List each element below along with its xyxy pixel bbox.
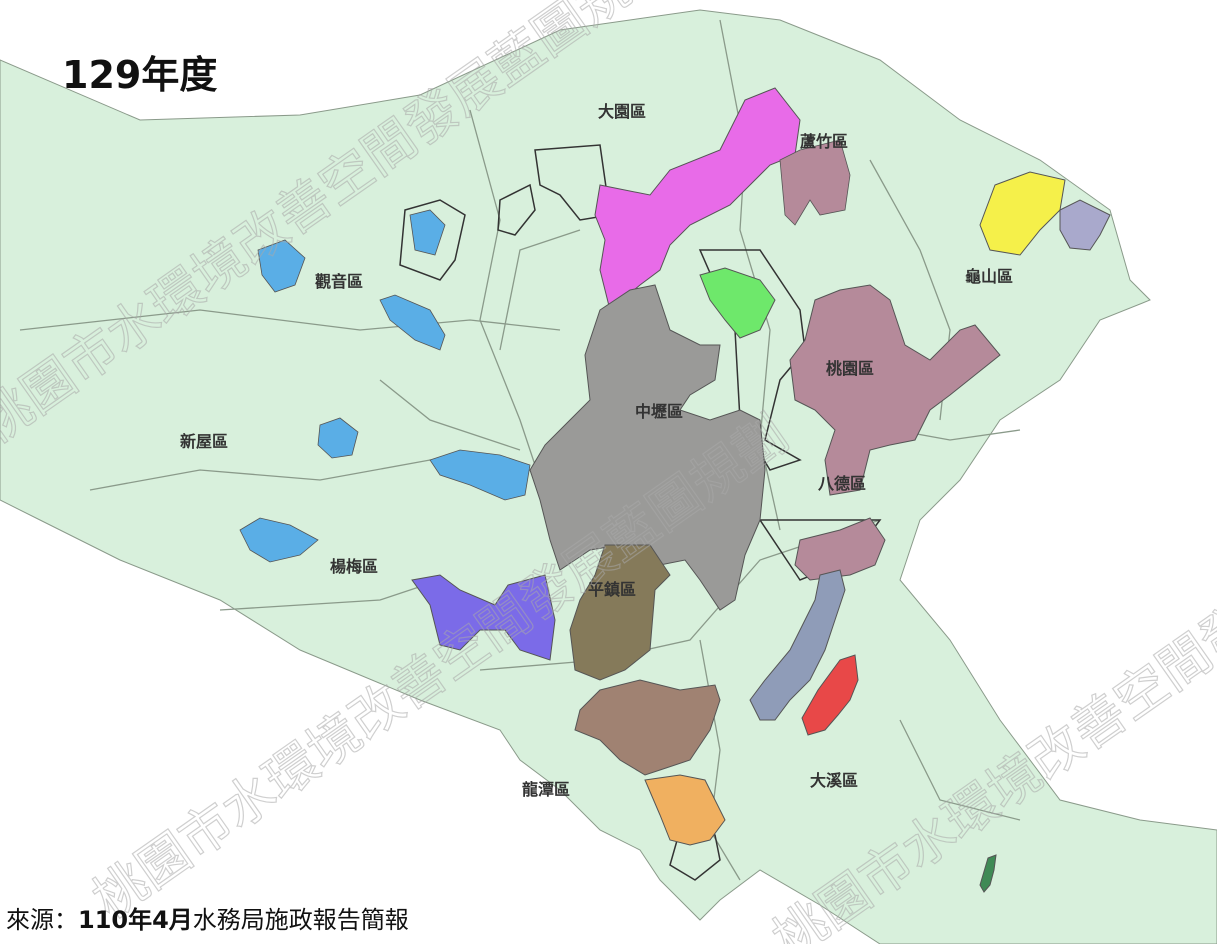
area-blue-2 [257,239,306,293]
area-yellow [979,171,1066,256]
area-darkgreen [979,854,997,893]
label-luzhu: 蘆竹區 [800,132,848,151]
label-pingzhen: 平鎮區 [588,580,636,599]
page-title: 129年度 [62,53,218,97]
area-lavender [1059,199,1111,251]
area-magenta [594,87,801,311]
label-dayuan: 大園區 [598,102,646,121]
label-guanyin: 觀音區 [315,272,363,291]
area-blue-1 [409,209,446,256]
label-daxi: 大溪區 [810,771,858,790]
area-mauve-taoyuan [789,284,1001,496]
label-xinwu: 新屋區 [180,432,228,451]
label-taoyuan: 桃園區 [826,359,874,378]
outline-area-2 [497,183,536,236]
area-brown [574,679,721,776]
outline-area-4 [399,199,466,281]
area-mauve-luzhu [779,139,851,226]
label-yangmei: 楊梅區 [330,557,378,576]
outline-area-1 [534,144,611,221]
area-slate [749,569,846,721]
area-orange [644,774,726,846]
area-purple [411,574,556,661]
source-prefix: 來源： [6,906,78,934]
area-olive [569,544,671,681]
outline-area-3 [698,249,806,471]
area-gray-zhongli [529,284,766,611]
label-zhongli: 中壢區 [635,402,683,421]
label-guishan: 龜山區 [965,267,1013,286]
area-red [801,654,859,736]
area-blue-6 [239,517,319,563]
area-green [699,267,776,339]
area-blue-5 [429,449,531,501]
source-date: 110年4月 [78,906,193,934]
source-suffix: 水務局施政報告簡報 [192,906,409,934]
area-blue-4 [317,417,359,459]
source-caption: 來源：110年4月水務局施政報告簡報 [6,900,409,935]
label-longtan: 龍潭區 [522,780,570,799]
area-mauve-bade [794,517,886,581]
area-blue-3 [379,294,446,351]
label-bade: 八德區 [817,474,866,493]
